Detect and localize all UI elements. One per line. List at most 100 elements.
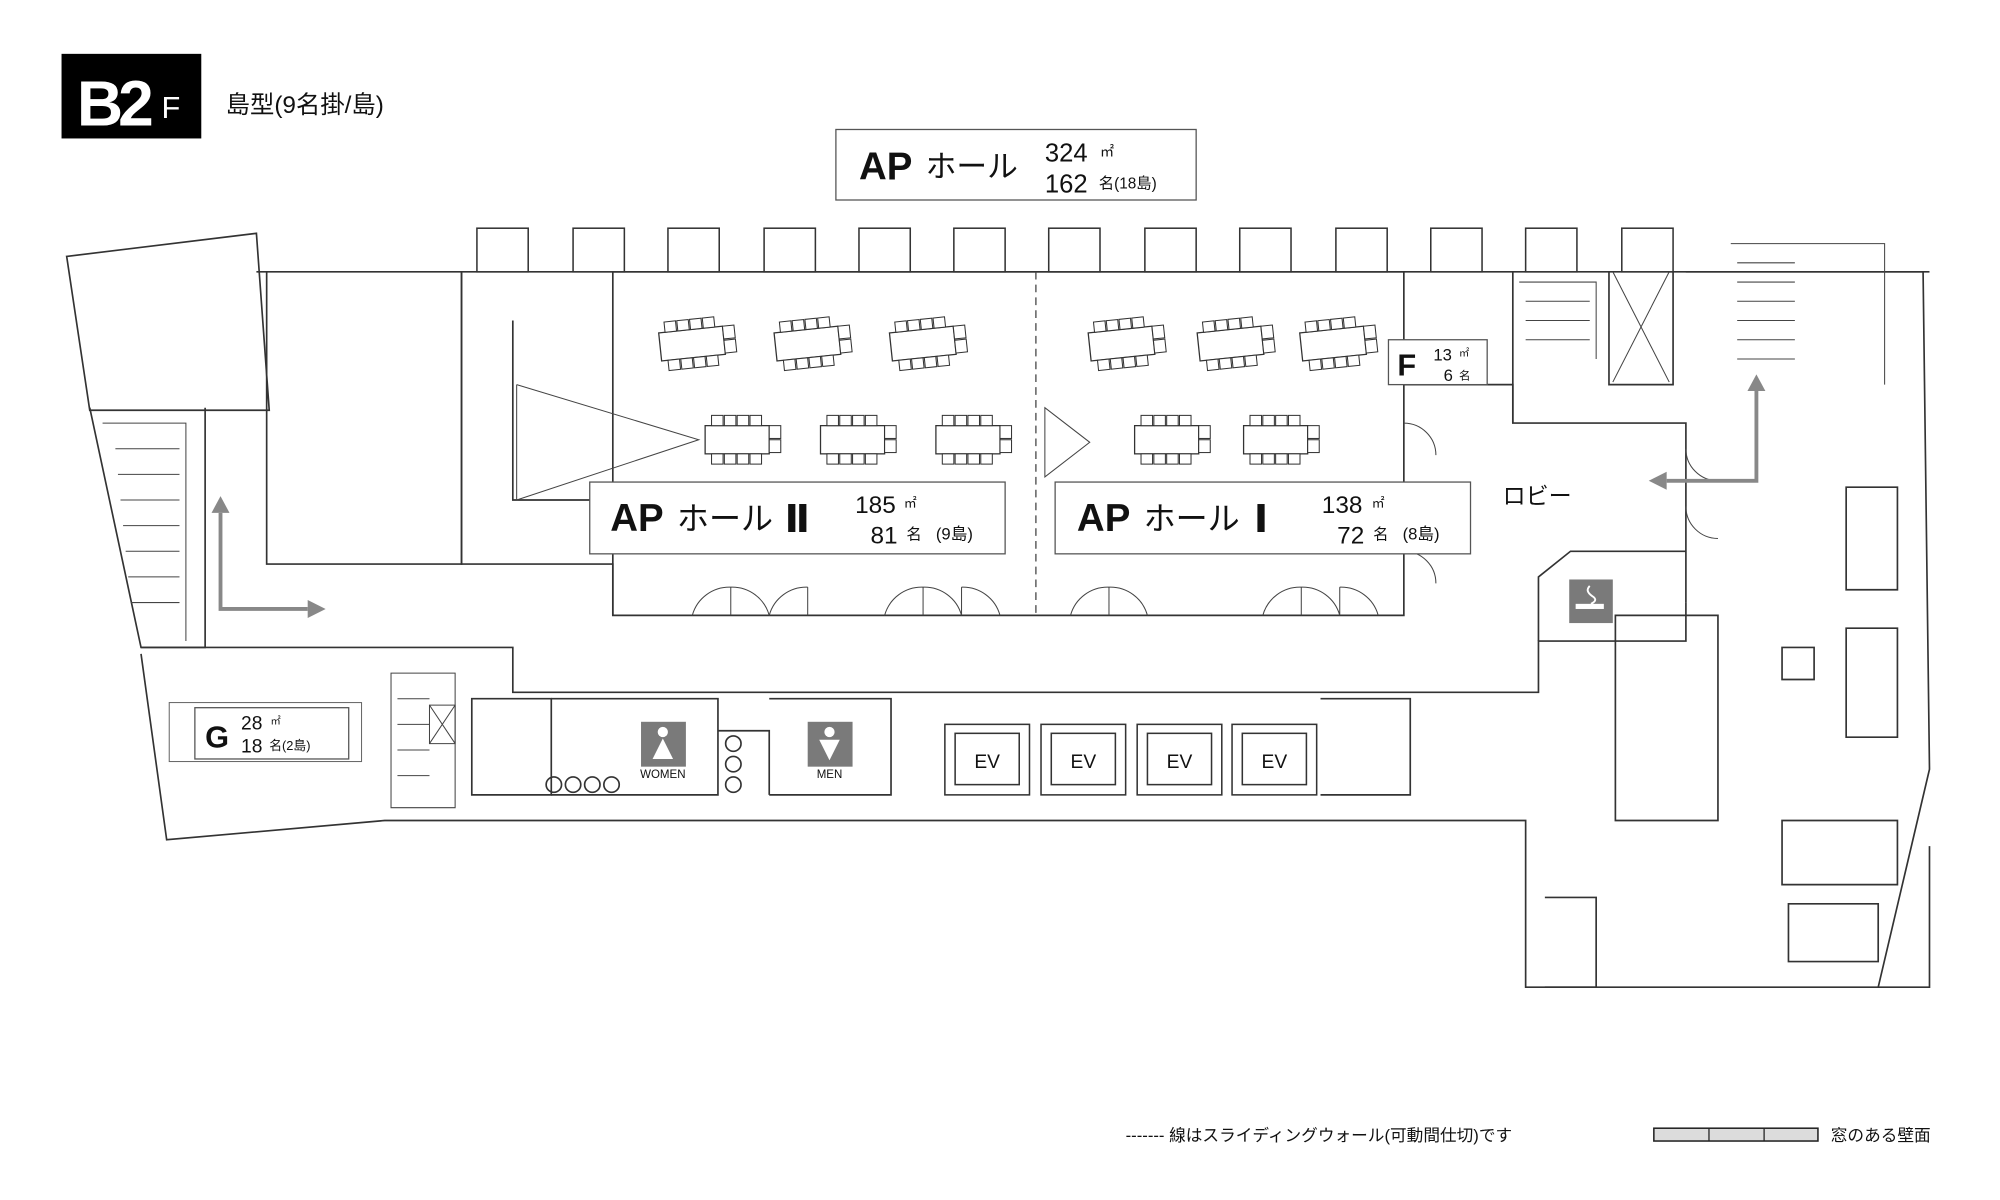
- lobby-label: ロビー: [1503, 483, 1572, 509]
- ap-hall-1-label: AP ホール Ⅰ 138 ㎡ 72 名 (8島): [1054, 481, 1472, 555]
- desk-island: [704, 414, 782, 465]
- chair: [1096, 358, 1111, 372]
- chair: [884, 425, 897, 439]
- area-unit: ㎡: [904, 496, 917, 511]
- chair: [749, 414, 763, 427]
- chair: [768, 425, 782, 439]
- smoking-icon: [1569, 579, 1613, 624]
- chair: [723, 338, 738, 354]
- chair: [919, 317, 934, 331]
- chair: [817, 316, 831, 329]
- smoking-area: [1569, 579, 1613, 624]
- chair: [1166, 414, 1179, 427]
- chair: [980, 453, 993, 465]
- window-walls: [476, 227, 1674, 273]
- chair: [804, 317, 818, 331]
- chair: [1307, 439, 1320, 454]
- chair: [778, 320, 793, 333]
- elevator-label: EV: [1071, 752, 1097, 773]
- window: [476, 227, 529, 273]
- women-restroom: WOMEN: [640, 721, 686, 781]
- floor-suffix: F: [162, 90, 181, 125]
- chair: [967, 453, 981, 465]
- chair: [954, 453, 968, 465]
- chair: [1198, 425, 1211, 439]
- room-g-letter: G: [205, 719, 229, 754]
- window: [1621, 227, 1674, 273]
- chair: [1262, 453, 1275, 465]
- chair: [954, 414, 968, 427]
- hall-1-capacity: 72: [1337, 523, 1364, 550]
- chair: [826, 414, 839, 427]
- chair: [692, 355, 707, 369]
- chair: [839, 453, 852, 465]
- chair: [980, 414, 993, 427]
- chair: [864, 453, 878, 465]
- chair: [1308, 358, 1323, 372]
- desk-island: [1196, 316, 1276, 372]
- desk-island: [1133, 414, 1211, 465]
- hall-capacity: 162: [1045, 170, 1088, 198]
- chair: [1249, 414, 1263, 427]
- hall-2-name-en: AP: [610, 497, 663, 540]
- legend: ------- 線はスライディングウォール(可動間仕切)です 窓のある壁面: [1126, 1125, 1931, 1145]
- room-g-label: G 28 ㎡ 18 名(2島): [168, 702, 363, 763]
- chair: [1218, 357, 1233, 370]
- window: [1238, 227, 1292, 273]
- chair: [721, 324, 736, 340]
- chair: [1122, 355, 1137, 369]
- chair: [1198, 439, 1211, 454]
- desk-island: [773, 316, 853, 372]
- hall-1-name-en: AP: [1077, 497, 1130, 540]
- capacity-unit: 名: [1373, 526, 1388, 544]
- chair: [1346, 354, 1361, 368]
- chair: [1249, 453, 1263, 465]
- hall-2-area: 185: [855, 492, 896, 519]
- window: [1524, 227, 1578, 273]
- elevator-label: EV: [974, 752, 1000, 773]
- ap-hall-total-label: AP ホール 324 ㎡ 162 名(18島): [835, 128, 1197, 201]
- area-unit: ㎡: [1100, 143, 1114, 159]
- chair: [688, 317, 703, 331]
- chair: [1109, 357, 1124, 370]
- chair: [701, 316, 716, 329]
- chair: [821, 354, 835, 368]
- chair: [932, 316, 947, 329]
- women-label: WOMEN: [640, 769, 685, 781]
- desk-island: [888, 316, 969, 372]
- chair: [999, 439, 1013, 454]
- chair: [999, 425, 1013, 439]
- room-f-letter: F: [1397, 348, 1416, 383]
- chair: [1092, 320, 1107, 333]
- window: [763, 227, 817, 273]
- chair: [1317, 318, 1331, 332]
- projection-screen: [516, 384, 1091, 501]
- hall-1-islands: (8島): [1403, 525, 1440, 544]
- chair: [1131, 316, 1145, 329]
- chair: [1342, 316, 1357, 329]
- chair: [1244, 354, 1258, 368]
- hall-1-area: 138: [1322, 492, 1363, 519]
- desk-island: [819, 414, 897, 465]
- hall-2-islands: (9島): [936, 525, 973, 544]
- chair: [1287, 414, 1301, 427]
- chair: [952, 324, 967, 340]
- chair: [723, 414, 737, 427]
- desk-island: [1087, 316, 1167, 372]
- capacity-unit: 名(18島): [1099, 174, 1157, 192]
- chair: [749, 453, 763, 465]
- chair: [663, 320, 678, 333]
- chair: [941, 453, 955, 465]
- chair: [1201, 320, 1216, 333]
- chair: [941, 414, 955, 427]
- chair: [705, 354, 720, 368]
- chair: [1362, 324, 1377, 340]
- chair: [1227, 317, 1242, 331]
- chair: [864, 414, 878, 427]
- chair: [1240, 316, 1254, 329]
- window: [1430, 227, 1483, 273]
- chair: [1214, 318, 1229, 332]
- desk-island: [1299, 316, 1379, 372]
- chair: [1118, 317, 1133, 331]
